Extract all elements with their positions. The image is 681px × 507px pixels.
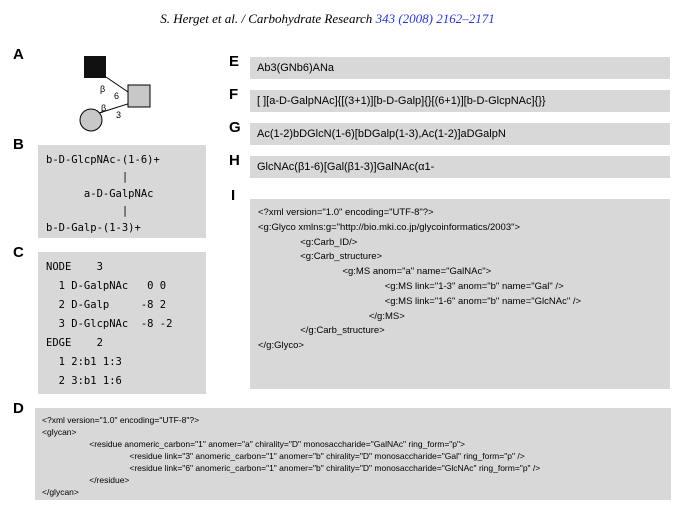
panel-label-c: C [13,244,24,261]
glycoml-line: </g:Glyco> [258,340,304,352]
galnac-symbol [127,84,151,108]
glycan-xml-line: </residue> [42,475,130,485]
glycan-xml-line: <residue link="6" anomeric_carbon="1" an… [42,463,541,473]
glcnac-symbol [84,56,106,78]
running-head: S. Herget et al. / Carbohydrate Research… [0,11,655,27]
bottom-anomer-label: β [101,103,106,113]
glycoml-line: <g:MS link="1-3" anom="b" name="Gal" /> [258,280,564,292]
kcf-line: 2 D-Galp -8 2 [46,299,167,311]
panel-label-f: F [229,86,239,103]
linucs-text: [ ][a-D-GalpNAc]{[(3+1)][b-D-Galp]{}[(6+… [257,95,546,107]
glycan-xml-line: <residue anomeric_carbon="1" anomer="a" … [42,439,466,449]
panel-e-bar: Ab3(GNb6)ANa [250,57,670,79]
glycan-xml-line: </glycan> [42,487,79,497]
glycoml-line: <g:MS anom="a" name="GalNAc"> [258,266,492,278]
citation-text: S. Herget et al. / Carbohydrate Research [160,11,376,26]
glycoml-line: </g:Carb_structure> [258,325,385,337]
bottom-position-label: 3 [116,110,121,120]
linearcode-text: Ab3(GNb6)ANa [257,62,335,74]
top-position-label: 6 [114,91,119,101]
kcf-line: 1 2:b1 1:3 [46,356,122,368]
glycosuite-text: Ac(1-2)bDGlcN(1-6)[bDGalp(1-3),Ac(1-2)]a… [257,128,506,140]
iupac2d-line: | [46,171,129,183]
kcf-line: 1 D-GalpNAc 0 0 [46,280,167,292]
glycan-xml-line: <?xml version="1.0" encoding="UTF-8"?> [42,415,200,425]
iupac2d-line: a-D-GalpNAc [46,188,154,200]
panel-h-bar: GlcNAc(β1-6)[Gal(β1-3)]GalNAc(α1- [250,156,670,178]
glycan-xml-line: <residue link="3" anomeric_carbon="1" an… [42,451,525,461]
gal-symbol [79,108,103,132]
iupac2d-line: | [46,205,129,217]
citation-link[interactable]: 343 (2008) 2162–2171 [375,11,495,26]
iupac2d-line: b-D-Galp-(1-3)+ [46,222,141,234]
panel-label-i: I [231,187,236,204]
panel-i-box: <?xml version="1.0" encoding="UTF-8"?> <… [250,199,670,389]
glycoml-line: <g:Carb_ID/> [258,236,358,248]
glycan-symbol-diagram: β 6 β 3 [79,56,151,132]
panel-label-b: B [13,136,24,153]
glycoml-line: </g:MS> [258,310,405,322]
panel-label-d: D [13,400,24,417]
panel-g-bar: Ac(1-2)bDGlcN(1-6)[bDGalp(1-3),Ac(1-2)]a… [250,123,670,145]
glycoml-line: <g:Carb_structure> [258,251,383,263]
glycoml-line: <g:Glyco xmlns:g="http://bio.mki.co.jp/g… [258,221,521,233]
top-anomer-label: β [100,84,105,94]
panel-label-e: E [229,53,240,70]
panel-label-g: G [229,119,241,136]
panel-b-box: b-D-GlcpNAc-(1-6)+ | a-D-GalpNAc | b-D-G… [38,145,206,238]
glycan-xml-line: <glycan> [42,427,77,437]
glycoml-line: <?xml version="1.0" encoding="UTF-8"?> [258,207,434,218]
panel-label-h: H [229,152,240,169]
panel-d-box: <?xml version="1.0" encoding="UTF-8"?> <… [35,408,671,500]
kcf-line: EDGE 2 [46,337,103,349]
panel-f-bar: [ ][a-D-GalpNAc]{[(3+1)][b-D-Galp]{}[(6+… [250,90,670,112]
iupac2d-line: b-D-GlcpNAc-(1-6)+ [46,154,160,166]
panel-label-a: A [13,46,24,63]
kcf-line: NODE 3 [46,261,103,273]
kcf-line: 2 3:b1 1:6 [46,375,122,387]
panel-c-box: NODE 3 1 D-GalpNAc 0 0 2 D-Galp -8 2 3 D… [38,252,206,394]
kcf-line: 3 D-GlcpNAc -8 -2 [46,318,173,330]
iupac-condensed-text: GlcNAc(β1-6)[Gal(β1-3)]GalNAc(α1- [257,161,435,173]
glycoml-line: <g:MS link="1-6" anom="b" name="GlcNAc" … [258,295,582,307]
